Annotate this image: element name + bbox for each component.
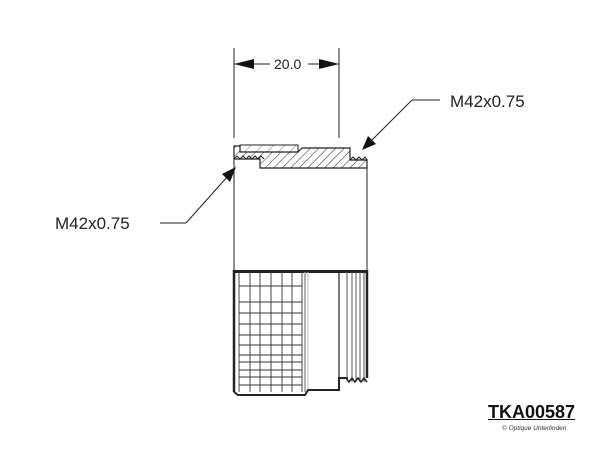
thread-section xyxy=(233,144,368,169)
inner-thread-callout: M42x0.75 xyxy=(55,214,130,233)
adapter-body xyxy=(232,159,369,396)
outer-thread-callout: M42x0.75 xyxy=(450,92,525,111)
leader-outer-thread xyxy=(362,99,440,150)
part-number: TKA00587 xyxy=(488,402,576,422)
dimension-label: 20.0 xyxy=(272,56,304,72)
dimension-20 xyxy=(233,48,340,138)
copyright-notice: © Optique Unterlinden xyxy=(502,425,567,432)
leader-inner-thread xyxy=(160,167,236,224)
